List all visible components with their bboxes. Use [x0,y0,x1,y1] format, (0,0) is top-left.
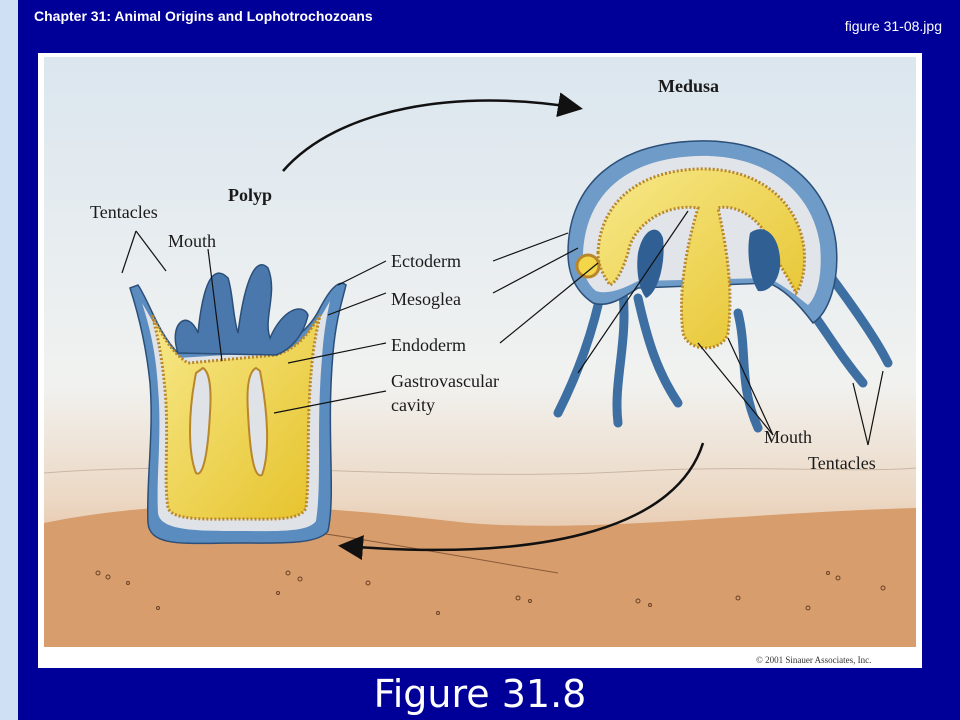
tentacles-polyp-label: Tentacles [90,202,158,222]
left-accent-strip [0,0,18,720]
sediment-pebbles [95,570,886,615]
polyp-tentacles [174,264,309,356]
figure-caption: Figure 31.8 [373,672,587,716]
medusa-ring-canal [575,253,601,279]
cnidarian-body-forms-diagram: Polyp Medusa Tentacles Mouth Ectoderm Me… [43,57,917,665]
medusa-inner-lobe-right [748,229,781,292]
mouth-medusa-label: Mouth [764,427,812,447]
polyp-label: Polyp [228,185,272,205]
mesoglea-label: Mesoglea [391,289,461,309]
medusa-label: Medusa [658,76,719,96]
polyp-illustration [129,264,347,545]
mouth-polyp-label: Mouth [168,231,216,251]
gastrovascular-label-line1: Gastrovascular [391,371,499,391]
medusa-inner-lobe-left [637,229,664,298]
medusa-to-polyp-arrow [338,442,705,561]
medusa-illustration [553,140,893,433]
ectoderm-label: Ectoderm [391,251,461,271]
tentacles-medusa-label: Tentacles [808,453,876,473]
chapter-title: Chapter 31: Animal Origins and Lophotroc… [34,8,373,24]
polyp-left-fold [189,366,212,475]
medusa-tentacles [553,268,893,433]
copyright-notice: © 2001 Sinauer Associates, Inc. [756,655,871,665]
endoderm-label: Endoderm [391,335,466,355]
polyp-right-fold [246,366,269,477]
gastrovascular-label-line2: cavity [391,395,435,415]
file-name-label: figure 31-08.jpg [844,18,942,34]
label-leader-lines [121,210,884,446]
medusa-endoderm-cavity [596,167,806,350]
polyp-to-medusa-arrow [282,92,583,172]
figure-frame: Polyp Medusa Tentacles Mouth Ectoderm Me… [38,53,922,668]
